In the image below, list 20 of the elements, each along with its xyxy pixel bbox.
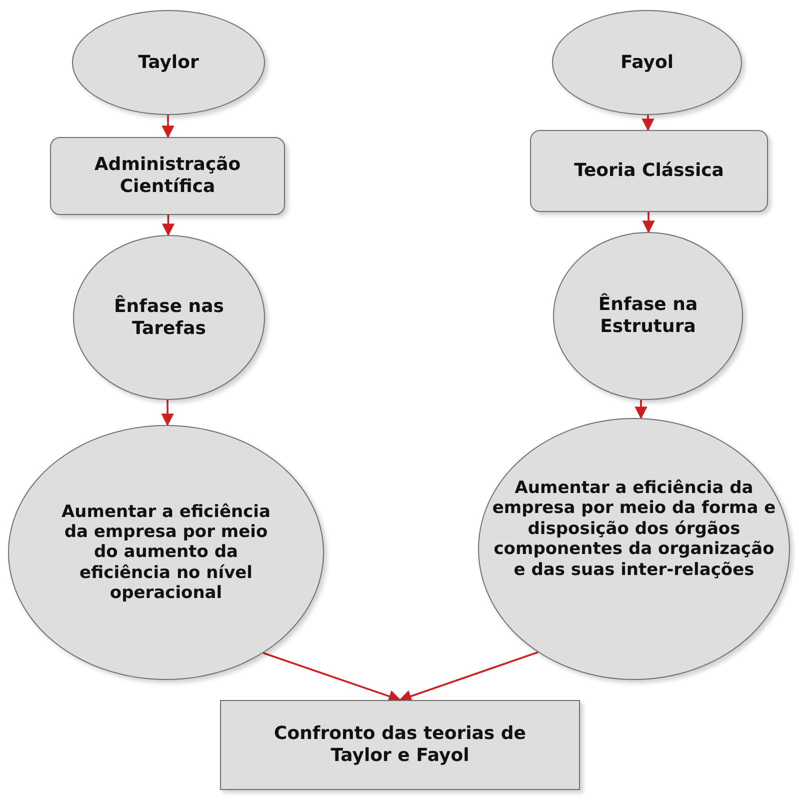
result-box (220, 700, 580, 790)
arrow (642, 115, 654, 132)
node-label: Ênfase nas Tarefas (113, 296, 225, 340)
node-label: Aumentar a eficiência da empresa por meio da forma e disposição dos órgãos componentes da organização e das suas inter-relações (492, 478, 776, 580)
node-label: Teoria Clássica (574, 160, 724, 182)
node-label: Aumentar a eficiência da empresa por meio do aumento da eficiência no nível operacional (60, 502, 272, 604)
arrow (262, 652, 402, 702)
node-label: Ênfase na Estrutura (597, 294, 699, 338)
arrow (161, 400, 174, 426)
arrow (634, 400, 648, 420)
arrow (162, 215, 175, 236)
node-label: Administração Científica (93, 154, 242, 198)
arrow (398, 651, 538, 702)
arrow (642, 212, 655, 234)
arrow (162, 115, 174, 138)
node-label: Confronto das teorias de Taylor e Fayol (273, 723, 527, 767)
process-box (50, 137, 285, 215)
node-label: Fayol (620, 52, 674, 74)
process-box (530, 130, 768, 212)
node-label: Taylor (138, 52, 199, 74)
